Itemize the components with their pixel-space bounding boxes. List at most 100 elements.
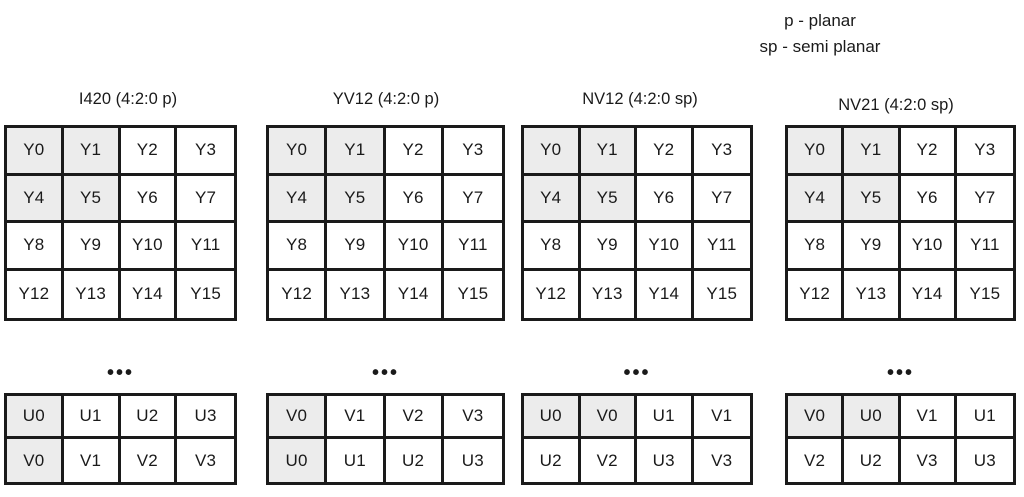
- luma-cell: Y8: [524, 223, 581, 271]
- chroma-cell: V3: [177, 439, 234, 482]
- luma-cell: Y15: [443, 270, 502, 318]
- chroma-cell: V2: [120, 439, 178, 482]
- chroma-cell: U3: [637, 439, 694, 482]
- luma-cell: Y14: [900, 270, 957, 318]
- chroma-cell: U1: [63, 396, 121, 439]
- luma-cell: Y7: [443, 175, 502, 223]
- format-title: NV12 (4:2:0 sp): [582, 90, 698, 108]
- luma-cell: Y1: [63, 128, 121, 176]
- luma-cell: Y12: [524, 270, 581, 318]
- chroma-cell: U0: [7, 396, 64, 439]
- luma-cell: Y9: [844, 223, 901, 271]
- luma-cell: Y13: [844, 270, 901, 318]
- chroma-cell: U2: [385, 439, 444, 482]
- format-title: YV12 (4:2:0 p): [332, 90, 440, 108]
- luma-cell: Y14: [385, 270, 444, 318]
- chroma-cell: U3: [177, 396, 234, 439]
- chroma-cell: U3: [956, 439, 1013, 482]
- luma-cell: Y10: [385, 223, 444, 271]
- chroma-cell: V0: [788, 396, 845, 439]
- luma-cell: Y4: [269, 175, 328, 223]
- luma-cell: Y9: [327, 223, 386, 271]
- plane-separator-ellipsis: •••: [623, 362, 651, 384]
- luma-cell: Y3: [177, 128, 234, 176]
- luma-cell: Y12: [788, 270, 845, 318]
- luma-cell: Y2: [385, 128, 444, 176]
- luma-cell: Y0: [788, 128, 845, 176]
- luma-cell: Y1: [327, 128, 386, 176]
- chroma-cell: U0: [524, 396, 581, 439]
- luma-cell: Y3: [956, 128, 1013, 176]
- chroma-cell: V3: [900, 439, 957, 482]
- luma-cell: Y5: [844, 175, 901, 223]
- chroma-cell: V2: [580, 439, 637, 482]
- chroma-cell: V2: [788, 439, 845, 482]
- luma-cell: Y13: [63, 270, 121, 318]
- luma-cell: Y11: [956, 223, 1013, 271]
- luma-cell: Y7: [693, 175, 750, 223]
- luma-cell: Y4: [7, 175, 64, 223]
- luma-cell: Y15: [177, 270, 234, 318]
- chroma-cell: U3: [443, 439, 502, 482]
- chroma-cell: V1: [327, 396, 386, 439]
- luma-cell: Y12: [269, 270, 328, 318]
- luma-cell: Y13: [580, 270, 637, 318]
- luma-cell: Y10: [637, 223, 694, 271]
- luma-cell: Y0: [7, 128, 64, 176]
- luma-cell: Y2: [120, 128, 178, 176]
- format-title: NV21 (4:2:0 sp): [838, 96, 954, 114]
- luma-cell: Y14: [637, 270, 694, 318]
- luma-cell: Y7: [956, 175, 1013, 223]
- chroma-cell: V3: [693, 439, 750, 482]
- luma-cell: Y10: [120, 223, 178, 271]
- chroma-cell: V0: [269, 396, 328, 439]
- format-title: I420 (4:2:0 p): [78, 90, 178, 108]
- chroma-cell: U1: [327, 439, 386, 482]
- luma-cell: Y5: [580, 175, 637, 223]
- legend-line-semi-planar: sp - semi planar: [759, 37, 881, 57]
- luma-cell: Y10: [900, 223, 957, 271]
- luma-cell: Y6: [385, 175, 444, 223]
- chroma-cell: V1: [63, 439, 121, 482]
- legend-block: p - planar sp - semi planar: [640, 8, 1000, 61]
- plane-separator-ellipsis: •••: [106, 362, 134, 384]
- luma-cell: Y11: [443, 223, 502, 271]
- luma-cell: Y15: [956, 270, 1013, 318]
- luma-cell: Y1: [844, 128, 901, 176]
- luma-cell: Y1: [580, 128, 637, 176]
- luma-cell: Y6: [900, 175, 957, 223]
- luma-cell: Y8: [7, 223, 64, 271]
- luma-cell: Y3: [443, 128, 502, 176]
- luma-cell: Y11: [177, 223, 234, 271]
- luma-cell: Y13: [327, 270, 386, 318]
- luma-cell: Y9: [580, 223, 637, 271]
- chroma-cell: U0: [844, 396, 901, 439]
- luma-cell: Y2: [637, 128, 694, 176]
- luma-cell: Y8: [269, 223, 328, 271]
- luma-cell: Y4: [788, 175, 845, 223]
- luma-cell: Y11: [693, 223, 750, 271]
- chroma-cell: U1: [637, 396, 694, 439]
- luma-cell: Y9: [63, 223, 121, 271]
- chroma-cell: U0: [269, 439, 328, 482]
- plane-separator-ellipsis: •••: [371, 362, 399, 384]
- chroma-cell: U2: [120, 396, 178, 439]
- luma-cell: Y15: [693, 270, 750, 318]
- chroma-cell: V0: [7, 439, 64, 482]
- luma-cell: Y5: [63, 175, 121, 223]
- chroma-cell: V1: [900, 396, 957, 439]
- legend-line-planar: p - planar: [784, 11, 856, 30]
- chroma-cell: U1: [956, 396, 1013, 439]
- luma-cell: Y4: [524, 175, 581, 223]
- luma-cell: Y2: [900, 128, 957, 176]
